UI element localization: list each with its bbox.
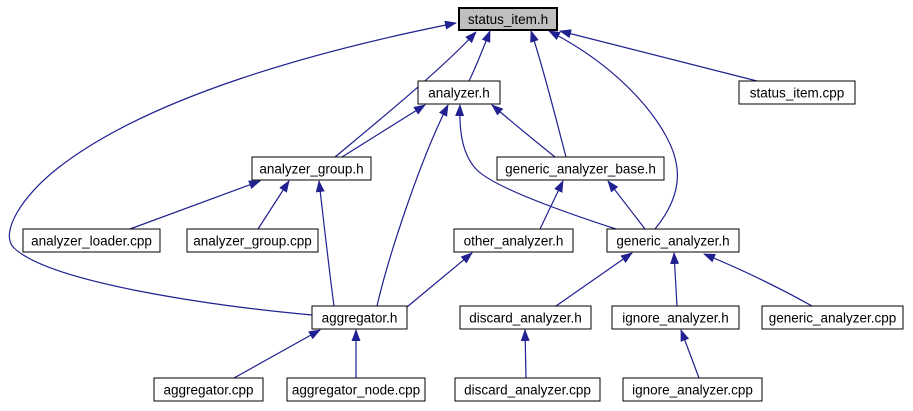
- edge-aggregator_h-to-analyzer_group_h: [315, 180, 335, 307]
- node-ignore_analyzer_h[interactable]: ignore_analyzer.h: [611, 305, 740, 330]
- node-box-aggregator_cpp[interactable]: [153, 377, 264, 402]
- edge-aggregator_h-to-status_item_h: [8, 20, 457, 316]
- node-analyzer_h[interactable]: analyzer.h: [417, 80, 501, 105]
- node-label-aggregator_cpp: aggregator.cpp: [163, 383, 253, 398]
- node-generic_analyzer_h[interactable]: generic_analyzer.h: [606, 228, 740, 253]
- node-box-analyzer_group_h[interactable]: [251, 156, 372, 181]
- node-analyzer_group_cpp[interactable]: analyzer_group.cpp: [186, 228, 319, 253]
- edge-other_analyzer_h-to-generic_analyzer_base_h: [539, 180, 564, 230]
- node-box-analyzer_loader_cpp[interactable]: [22, 228, 161, 253]
- edge-aggregator_h-to-other_analyzer_h: [406, 252, 473, 308]
- edge-analyzer_group_cpp-to-analyzer_group_h: [257, 180, 290, 230]
- edge-generic_analyzer_h-to-analyzer_h: [455, 104, 617, 230]
- edge-aggregator_h-to-analyzer_h: [376, 104, 449, 307]
- node-generic_analyzer_cpp[interactable]: generic_analyzer.cpp: [761, 305, 904, 330]
- node-discard_analyzer_h[interactable]: discard_analyzer.h: [459, 305, 592, 330]
- node-analyzer_group_h[interactable]: analyzer_group.h: [251, 156, 372, 181]
- edge-analyzer_group_h-to-status_item_h: [334, 31, 477, 158]
- node-label-ignore_analyzer_cpp: ignore_analyzer.cpp: [632, 383, 753, 398]
- node-label-other_analyzer_h: other_analyzer.h: [464, 234, 564, 249]
- node-box-discard_analyzer_cpp[interactable]: [454, 377, 601, 402]
- node-aggregator_node_cpp[interactable]: aggregator_node.cpp: [286, 377, 426, 402]
- node-aggregator_cpp[interactable]: aggregator.cpp: [153, 377, 264, 402]
- edges-layer: [8, 20, 813, 379]
- edge-ignore_analyzer_h-to-generic_analyzer_h: [670, 252, 680, 307]
- node-box-status_item_h[interactable]: [458, 7, 558, 31]
- node-label-analyzer_h: analyzer.h: [428, 86, 490, 101]
- node-box-status_item_cpp[interactable]: [738, 80, 856, 105]
- node-box-aggregator_node_cpp[interactable]: [286, 377, 426, 402]
- node-label-status_item_h: status_item.h: [468, 12, 548, 27]
- edge-generic_analyzer_base_h-to-analyzer_h: [491, 104, 556, 158]
- node-box-ignore_analyzer_cpp[interactable]: [622, 377, 763, 402]
- node-aggregator_h[interactable]: aggregator.h: [311, 305, 408, 330]
- edge-aggregator_cpp-to-aggregator_h: [233, 329, 321, 379]
- node-box-analyzer_h[interactable]: [417, 80, 501, 105]
- node-generic_analyzer_base_h[interactable]: generic_analyzer_base.h: [496, 156, 665, 181]
- node-label-generic_analyzer_h: generic_analyzer.h: [616, 234, 729, 249]
- node-box-generic_analyzer_h[interactable]: [606, 228, 740, 253]
- node-label-ignore_analyzer_h: ignore_analyzer.h: [622, 311, 729, 326]
- node-other_analyzer_h[interactable]: other_analyzer.h: [453, 228, 574, 253]
- node-label-generic_analyzer_cpp: generic_analyzer.cpp: [769, 311, 897, 326]
- node-status_item_h[interactable]: status_item.h: [458, 7, 558, 31]
- edge-analyzer_group_h-to-analyzer_h: [341, 104, 426, 158]
- edge-discard_analyzer_cpp-to-discard_analyzer_h: [520, 329, 530, 379]
- edge-ignore_analyzer_cpp-to-ignore_analyzer_h: [680, 329, 700, 379]
- edge-analyzer_h-to-status_item_h: [468, 30, 491, 82]
- node-analyzer_loader_cpp[interactable]: analyzer_loader.cpp: [22, 228, 161, 253]
- node-label-aggregator_node_cpp: aggregator_node.cpp: [292, 383, 420, 398]
- edge-generic_analyzer_base_h-to-status_item_h: [530, 30, 567, 158]
- edge-generic_analyzer_cpp-to-generic_analyzer_h: [703, 253, 813, 307]
- node-status_item_cpp[interactable]: status_item.cpp: [738, 80, 856, 105]
- nodes-layer: status_item.h analyzer.h status_item.cppan…: [22, 7, 904, 402]
- node-ignore_analyzer_cpp[interactable]: ignore_analyzer.cpp: [622, 377, 763, 402]
- node-box-other_analyzer_h[interactable]: [453, 228, 574, 253]
- node-label-discard_analyzer_h: discard_analyzer.h: [469, 311, 582, 326]
- node-label-generic_analyzer_base_h: generic_analyzer_base.h: [505, 162, 656, 177]
- node-label-analyzer_group_h: analyzer_group.h: [259, 162, 363, 177]
- node-box-generic_analyzer_cpp[interactable]: [761, 305, 904, 330]
- node-box-analyzer_group_cpp[interactable]: [186, 228, 319, 253]
- edge-generic_analyzer_h-to-status_item_h: [548, 30, 679, 230]
- node-label-aggregator_h: aggregator.h: [322, 311, 398, 326]
- edge-analyzer_loader_cpp-to-analyzer_group_h: [129, 180, 261, 230]
- node-label-discard_analyzer_cpp: discard_analyzer.cpp: [464, 383, 591, 398]
- node-box-aggregator_h[interactable]: [311, 305, 408, 330]
- node-box-generic_analyzer_base_h[interactable]: [496, 156, 665, 181]
- node-label-analyzer_loader_cpp: analyzer_loader.cpp: [31, 234, 152, 249]
- node-box-ignore_analyzer_h[interactable]: [611, 305, 740, 330]
- node-label-status_item_cpp: status_item.cpp: [750, 86, 845, 101]
- edge-status_item_cpp-to-status_item_h: [559, 29, 758, 82]
- node-discard_analyzer_cpp[interactable]: discard_analyzer.cpp: [454, 377, 601, 402]
- node-label-analyzer_group_cpp: analyzer_group.cpp: [193, 234, 312, 249]
- node-box-discard_analyzer_h[interactable]: [459, 305, 592, 330]
- edge-discard_analyzer_h-to-generic_analyzer_h: [555, 252, 633, 307]
- edge-generic_analyzer_h-to-generic_analyzer_base_h: [607, 180, 646, 230]
